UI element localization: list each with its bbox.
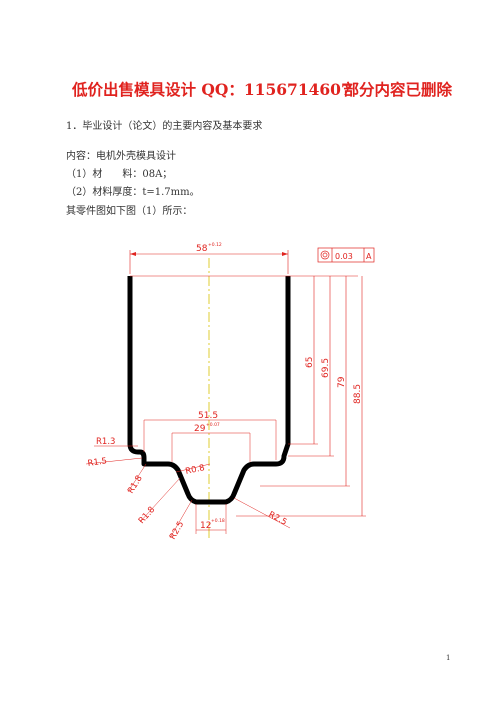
banner-right-text: 部分内容已删除 — [343, 80, 452, 99]
dim-h79: 79 — [337, 376, 347, 388]
radius-label: R2.5 — [267, 510, 289, 528]
radius-label: R1.3 — [96, 437, 115, 447]
part-drawing: 58 +0.12 0.03 A 65 69.5 79 88.5 51.5 — [76, 238, 396, 542]
page-number: 1 — [446, 654, 451, 662]
arrow — [130, 252, 136, 256]
dim-h88: 88.5 — [353, 384, 363, 404]
part-drawing-svg: 58 +0.12 0.03 A 65 69.5 79 88.5 51.5 — [85, 242, 375, 542]
dim-h65: 65 — [305, 357, 315, 368]
content-line-4: 其零件图如下图（1）所示： — [66, 206, 193, 217]
dim-mid-width-tol: +0.07 — [206, 422, 220, 428]
banner-left-text: 低价出售模具设计 QQ：1156714607 — [72, 80, 352, 99]
radius-label: R1.5 — [87, 456, 108, 469]
dim-h69: 69.5 — [321, 358, 331, 378]
content-line-1: 内容：电机外壳模具设计 — [66, 151, 176, 162]
content-line-3: （2）材料厚度：t=1.7mm。 — [66, 187, 200, 198]
tolerance-datum: A — [366, 252, 372, 261]
radius-label: R1.8 — [126, 474, 145, 496]
arrow — [282, 252, 288, 256]
concentricity-icon — [320, 250, 330, 260]
dim-bottom-width-tol: +0.18 — [211, 518, 225, 524]
radius-label: R0.8 — [185, 463, 206, 477]
dim-top-width-tol: +0.12 — [208, 242, 222, 248]
section-heading: 1．毕业设计（论文）的主要内容及基本要求 — [66, 121, 263, 132]
header-banner: 低价出售模具设计 QQ：1156714607 部分内容已删除 — [72, 78, 452, 100]
tolerance-value: 0.03 — [335, 252, 353, 261]
tolerance-frame: 0.03 A — [317, 247, 375, 263]
dim-top-width: 58 — [196, 244, 208, 254]
dim-bottom-width: 12 — [200, 521, 211, 531]
content-line-2: （1）材 料：08A； — [66, 169, 173, 180]
radius-label: R1.8 — [137, 505, 157, 526]
dim-inner-width: 51.5 — [198, 411, 218, 421]
radius-label: R2.5 — [168, 520, 186, 540]
part-profile — [127, 276, 291, 505]
dim-mid-width: 29 — [194, 424, 206, 434]
